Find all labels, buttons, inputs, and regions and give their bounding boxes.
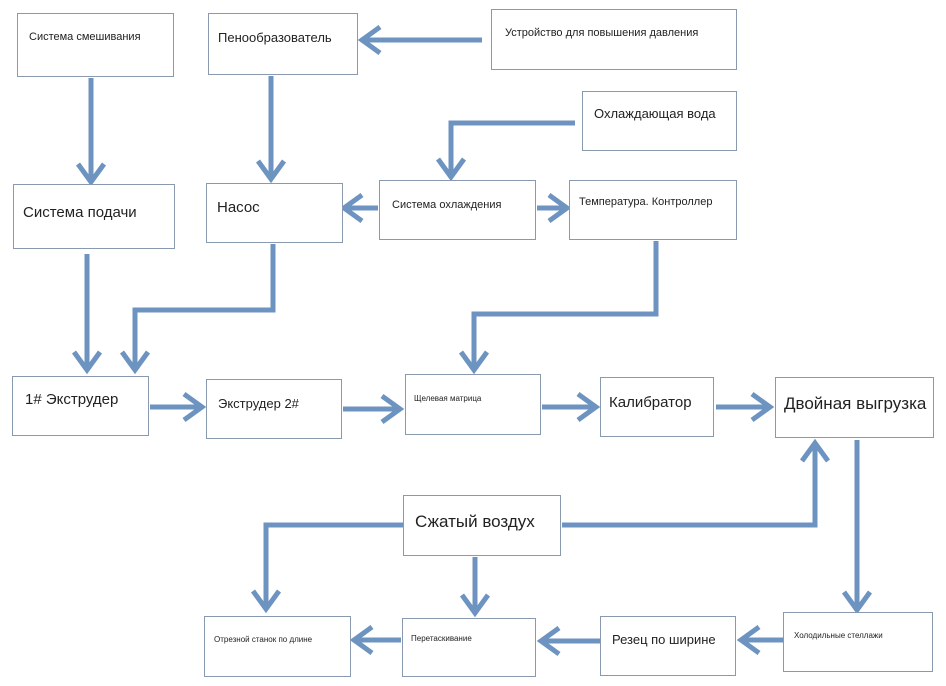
node-label: Калибратор: [609, 394, 692, 411]
node-cooling-racks: Холодильные стеллажи: [783, 612, 933, 672]
node-label: Отрезной станок по длине: [214, 635, 313, 644]
arrow-water-to-cooling: [448, 120, 575, 173]
node-label: Пенообразователь: [218, 30, 332, 45]
node-foaming-agent: Пенообразователь: [208, 13, 358, 75]
node-slot-die: Щелевая матрица: [405, 374, 541, 435]
node-label: Устройство для повышения давления: [505, 27, 699, 39]
node-double-haul-off: Двойная выгрузка: [775, 377, 934, 438]
node-label: Резец по ширине: [612, 632, 716, 647]
node-pump: Насос: [206, 183, 343, 243]
node-pressure-booster: Устройство для повышения давления: [491, 9, 737, 70]
node-label: Система подачи: [23, 204, 137, 221]
node-label: Система смешивания: [29, 31, 141, 43]
arrow-controller-to-die: [471, 241, 659, 366]
node-label: Система охлаждения: [392, 199, 502, 211]
node-dragging: Перетаскивание: [402, 618, 536, 677]
node-label: Насос: [217, 199, 260, 216]
node-calibrator: Калибратор: [600, 377, 714, 437]
node-label: Сжатый воздух: [415, 512, 535, 531]
node-label: Холодильные стеллажи: [794, 631, 883, 640]
node-feeding-system: Система подачи: [13, 184, 175, 249]
node-label: Двойная выгрузка: [784, 394, 927, 413]
node-label: Экструдер 2#: [218, 396, 299, 411]
node-cooling-water: Охлаждающая вода: [582, 91, 737, 151]
node-label: Охлаждающая вода: [594, 106, 716, 121]
node-cooling-system: Система охлаждения: [379, 180, 536, 240]
node-compressed-air: Сжатый воздух: [403, 495, 561, 556]
node-mixing-system: Система смешивания: [17, 13, 174, 77]
node-label: Температура. Контроллер: [579, 196, 713, 208]
node-label: Щелевая матрица: [414, 394, 482, 403]
arrow-air-to-hauloff: [562, 447, 818, 528]
node-extruder-1: 1# Экструдер: [12, 376, 149, 436]
node-label: Перетаскивание: [411, 634, 472, 643]
node-temperature-controller: Температура. Контроллер: [569, 180, 737, 240]
node-label: 1# Экструдер: [25, 391, 119, 408]
arrow-pump-to-extruder1: [132, 244, 276, 366]
node-length-cutter: Отрезной станок по длине: [204, 616, 351, 677]
arrow-air-to-lengthcutter: [263, 522, 404, 605]
node-width-cutter: Резец по ширине: [600, 616, 736, 676]
node-extruder-2: Экструдер 2#: [206, 379, 342, 439]
